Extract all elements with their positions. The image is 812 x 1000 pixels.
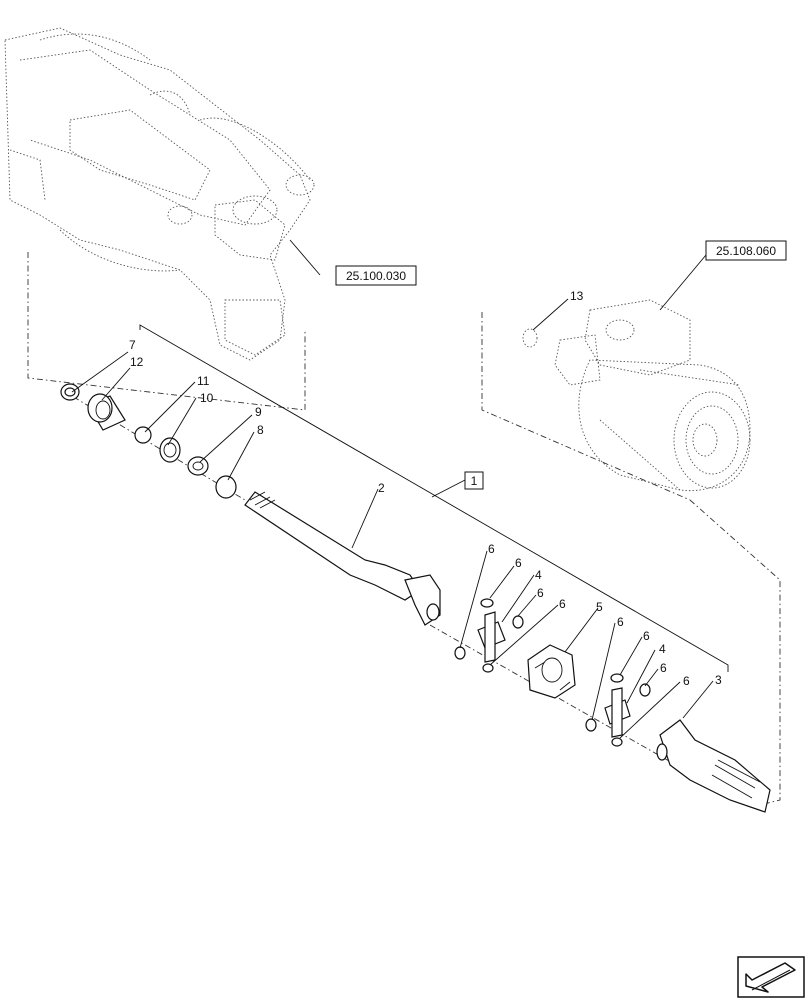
ref-box-assembly-label: 1	[471, 474, 478, 488]
callout-11: 11	[197, 374, 210, 388]
ref-box-axle[interactable]: 25.100.030	[335, 265, 417, 286]
stub-shaft	[656, 719, 771, 813]
callout-3: 3	[715, 673, 722, 687]
center-coupling	[527, 644, 576, 699]
callout-6-c: 6	[537, 586, 544, 600]
callout-4-a: 4	[535, 568, 542, 582]
callout-6-a: 6	[488, 542, 495, 556]
axle-shaft	[244, 491, 441, 626]
callout-4-b: 4	[659, 642, 666, 656]
callout-7: 7	[129, 338, 136, 352]
ref-box-assembly[interactable]: 1	[464, 471, 484, 490]
callout-6-e: 6	[617, 615, 624, 629]
assembly-bracket	[139, 324, 729, 672]
axle-housing	[4, 27, 315, 361]
wheel-hub-assembly	[522, 299, 751, 492]
callout-labels: 7 12 11 10 9 8 2 13 6 6 4 6 6 5 6 6 4 6 …	[129, 289, 722, 688]
boundary-lines	[27, 252, 781, 806]
ref-box-hub[interactable]: 25.108.060	[705, 240, 787, 261]
callout-2: 2	[378, 481, 385, 495]
ref-box-hub-label: 25.108.060	[716, 244, 776, 258]
next-page-arrow-icon[interactable]	[737, 956, 805, 998]
callout-10: 10	[200, 391, 214, 405]
callout-12: 12	[130, 355, 144, 369]
callout-9: 9	[255, 405, 262, 419]
callout-8: 8	[257, 423, 264, 437]
callout-6-d: 6	[559, 597, 566, 611]
ref-box-axle-label: 25.100.030	[346, 269, 406, 283]
universal-joint-right	[585, 673, 651, 747]
leader-lines	[71, 239, 714, 739]
callout-6-g: 6	[660, 661, 667, 675]
callout-6-h: 6	[683, 674, 690, 688]
callout-5: 5	[596, 600, 603, 614]
callout-6-f: 6	[643, 629, 650, 643]
callout-13: 13	[570, 289, 584, 303]
universal-joint-left	[454, 598, 524, 673]
callout-6-b: 6	[515, 556, 522, 570]
